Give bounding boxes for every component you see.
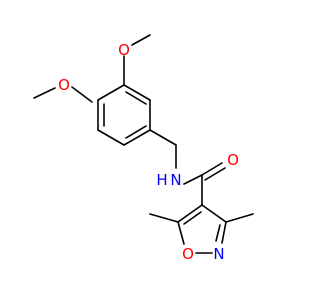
bond-methyl-c5 xyxy=(149,213,179,223)
bond-methyl-top xyxy=(131,34,151,46)
bond-ring-ch2 xyxy=(149,129,177,146)
bond-benzene-6 xyxy=(97,84,125,101)
bond-isox-c5-o xyxy=(177,221,185,245)
atom-o-methoxy-left: O xyxy=(58,76,70,94)
atom-o-methoxy-top: O xyxy=(118,41,130,59)
atom-n-isoxazole: N xyxy=(213,245,224,263)
bond-isox-c4-c5-inner xyxy=(183,211,202,225)
bond-isox-c4-c5 xyxy=(177,204,203,223)
bond-benzene-4 xyxy=(97,129,125,146)
bond-methyl-left xyxy=(33,87,56,99)
atom-n-amide: N xyxy=(170,171,181,189)
bond-benzene-3-inner xyxy=(125,125,147,139)
bond-isox-n-c3-inner xyxy=(215,224,221,242)
atom-o-carbonyl: O xyxy=(227,151,239,169)
molecule-canvas: O O N H O O N xyxy=(33,34,254,263)
bond-benzene-1 xyxy=(123,84,151,101)
atom-h-amide: H xyxy=(156,171,167,189)
structure-diagram: O O N H O O N xyxy=(33,34,254,263)
bond-n-carbonyl xyxy=(183,174,203,185)
bond-carbonyl-o-1 xyxy=(201,162,223,176)
bond-methyl-c3 xyxy=(225,213,254,223)
bond-isox-n-c3 xyxy=(221,221,227,244)
bond-o-ring-left xyxy=(71,86,93,103)
atom-o-isoxazole: O xyxy=(182,245,194,263)
bond-isox-c3-c4 xyxy=(201,204,227,223)
bond-benzene-3 xyxy=(123,129,151,146)
bond-benzene-1-inner xyxy=(125,91,147,105)
bond-carbonyl-o-2 xyxy=(204,167,226,181)
